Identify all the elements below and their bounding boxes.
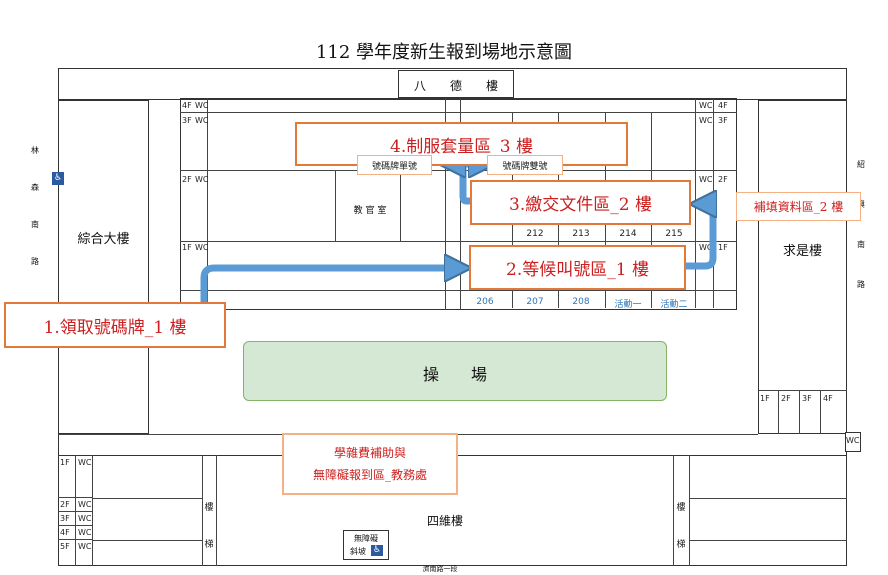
room-206: 206 [476, 297, 494, 307]
zone-3-documents: 3.繳交文件區_2 樓 [470, 180, 691, 225]
floor-1f-right: 1F [718, 243, 728, 252]
wc-1f-right: WC [699, 243, 713, 252]
stairs-left: 樓梯 [204, 503, 214, 550]
arrow-step1-to-2 [200, 268, 458, 305]
room-activity-2: 活動二 [660, 300, 688, 310]
siwei-4f-wc: WC [78, 528, 92, 537]
sports-field [243, 341, 667, 401]
room-215: 215 [665, 229, 683, 239]
stairs-right: 樓梯 [676, 503, 686, 550]
road-bottom: 濟南路一段 [422, 565, 458, 573]
room-213: 213 [572, 229, 590, 239]
bade-building [58, 68, 847, 100]
room-activity-1: 活動一 [614, 300, 642, 310]
qiushi-3f: 3F [802, 394, 812, 403]
road-left: 林森南路 [31, 146, 39, 266]
room-212: 212 [526, 229, 544, 239]
siwei-2f-wc: WC [78, 500, 92, 509]
zone-1-number-pickup: 1.領取號碼牌_1 樓 [4, 302, 226, 348]
teacher-office-label: 教 官 室 [353, 206, 387, 216]
floor-4f-right: 4F [718, 101, 728, 110]
road-right: 紹興南路 [857, 160, 865, 289]
bade-label-box [398, 70, 514, 98]
accessibility-icon-left: ♿ [52, 172, 64, 185]
siwei-3f-wc: WC [78, 514, 92, 523]
arrow-step3-to-4 [459, 160, 475, 205]
wc-3f-left: WC [195, 116, 209, 125]
room-207: 207 [526, 297, 544, 307]
qiushi-4f: 4F [823, 394, 833, 403]
floor-3f-right: 3F [718, 116, 728, 125]
bade-label: 八 德 樓 [413, 79, 498, 93]
page-title: 112 學年度新生報到場地示意圖 [315, 42, 573, 63]
siwei-1f-wc: WC [78, 458, 92, 467]
zone-4-uniform: 4.制服套量區_3 樓 [295, 122, 628, 166]
siwei-label: 四維樓 [426, 514, 463, 528]
zonghe-label: 綜合大樓 [77, 232, 130, 247]
wc-2f-left: WC [195, 175, 209, 184]
siwei-1f: 1F [60, 458, 70, 467]
ramp-label-1: 無障礙 [354, 534, 378, 543]
qiushi-building [758, 100, 847, 434]
floor-2f-right: 2F [718, 175, 728, 184]
wc-1f-left: WC [195, 243, 209, 252]
siwei-4f: 4F [60, 528, 70, 537]
floor-2f-left: 2F [182, 175, 192, 184]
arrow-step2-to-3 [686, 204, 713, 270]
zone-subsidy-accessible: 學雜費補助與 無障礙報到區_教務處 [282, 433, 458, 495]
floor-4f-left: 4F [182, 101, 192, 110]
floor-3f-left: 3F [182, 116, 192, 125]
qiushi-2f: 2F [781, 394, 791, 403]
qiushi-wc: WC [846, 436, 860, 445]
room-208: 208 [572, 297, 590, 307]
zonghe-building [58, 100, 149, 434]
field-label: 操 場 [422, 365, 487, 384]
qiushi-label: 求是樓 [782, 244, 822, 259]
wc-3f-right: WC [699, 116, 713, 125]
qiushi-1f: 1F [760, 394, 770, 403]
qiushi-wc-box [845, 432, 861, 452]
floor-1f-left: 1F [182, 243, 192, 252]
odd-number-tag: 號碼牌單號 [357, 155, 432, 175]
ramp-label-2: 斜坡 [350, 547, 366, 556]
siwei-2f: 2F [60, 500, 70, 509]
siwei-5f: 5F [60, 542, 70, 551]
zone-2-waiting: 2.等候叫號區_1 樓 [469, 245, 686, 290]
wc-4f-left: WC [195, 101, 209, 110]
room-214: 214 [619, 229, 637, 239]
even-number-tag: 號碼牌雙號 [487, 155, 563, 175]
wc-4f-right: WC [699, 101, 713, 110]
accessibility-icon: ♿ [371, 545, 383, 556]
zone-supplement: 補填資料區_2 樓 [736, 192, 861, 221]
siwei-3f: 3F [60, 514, 70, 523]
siwei-5f-wc: WC [78, 542, 92, 551]
wc-2f-right: WC [699, 175, 713, 184]
